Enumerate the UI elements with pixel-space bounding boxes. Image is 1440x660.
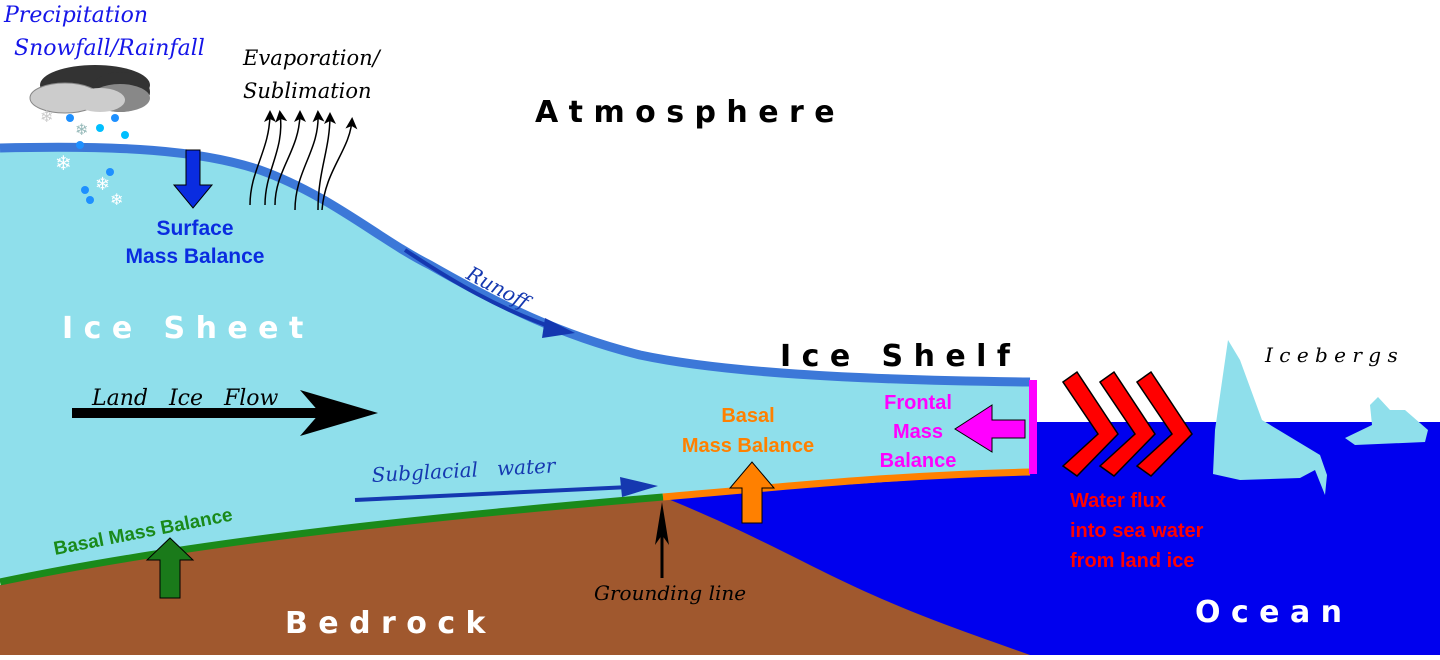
- surface-mass-balance-arrow: [172, 149, 214, 209]
- ice-sheet-label: I c e S h e e t: [62, 311, 303, 346]
- precipitation-label: Precipitation: [3, 3, 148, 28]
- land-ice-flow-arrowhead: [300, 390, 378, 436]
- iceberg-large: [1213, 340, 1327, 495]
- bedrock-label: B e d r o c k: [285, 606, 487, 641]
- basal-line-shelf: [662, 468, 1031, 501]
- snowfall-rainfall-label: Snowfall/Rainfall: [14, 36, 205, 61]
- atmosphere-label: A t m o s p h e r e: [535, 95, 835, 130]
- water-flux-label-1: Water flux: [1070, 490, 1166, 512]
- ice-front-line: [1029, 380, 1037, 474]
- precipitation-icons: ❄❄❄❄❄: [40, 109, 129, 209]
- evaporation-arrows: [249, 110, 358, 211]
- frontal-mb-label-2: Mass: [893, 421, 943, 443]
- surface-mb-label-2: Mass Balance: [126, 245, 265, 268]
- cloud-icon: [29, 65, 150, 114]
- svg-text:❄: ❄: [110, 192, 123, 209]
- water-flux-chevrons: [1061, 370, 1193, 477]
- basal-mb-shelf-label-2: Mass Balance: [682, 435, 814, 457]
- ocean-label: O c e a n: [1195, 595, 1342, 630]
- bedrock: [0, 497, 1030, 655]
- basal-mb-shelf-label-1: Basal: [721, 405, 774, 427]
- subglacial-arrowhead: [620, 477, 658, 497]
- water-flux-label-2: into sea water: [1070, 520, 1204, 542]
- water-flux-label-3: from land ice: [1070, 550, 1194, 572]
- basal-mass-balance-arrow-shelf: [728, 461, 776, 524]
- frontal-mass-balance-arrow: [954, 404, 1026, 453]
- ice-sheet: [0, 147, 1030, 582]
- icebergs-label: I c e b e r g s: [1264, 343, 1398, 367]
- subglacial-water-arrow: [354, 485, 631, 502]
- grounding-line-label: Grounding line: [594, 581, 746, 605]
- iceberg-small: [1345, 397, 1428, 445]
- svg-text:❄: ❄: [95, 174, 110, 194]
- svg-text:❄: ❄: [40, 109, 53, 126]
- surface-mb-label-1: Surface: [156, 217, 233, 240]
- runoff-arrow: [403, 248, 561, 332]
- grounding-line-arrowhead: [655, 502, 669, 545]
- sublimation-label: Sublimation: [243, 79, 372, 103]
- runoff-arrowhead: [542, 318, 575, 338]
- basal-mass-balance-arrow-grounded: [145, 537, 195, 599]
- land-ice-flow-arrow-shaft: [72, 408, 322, 418]
- frontal-mb-label-1: Frontal: [884, 392, 952, 414]
- frontal-mb-label-3: Balance: [880, 450, 957, 472]
- svg-text:❄: ❄: [75, 122, 88, 139]
- basal-line-grounded: [0, 493, 664, 586]
- evaporation-label: Evaporation/: [242, 46, 382, 70]
- ice-shelf-label: I c e S h e l f: [780, 339, 1011, 374]
- land-ice-flow-label: Land Ice Flow: [91, 386, 279, 411]
- svg-text:❄: ❄: [55, 153, 72, 175]
